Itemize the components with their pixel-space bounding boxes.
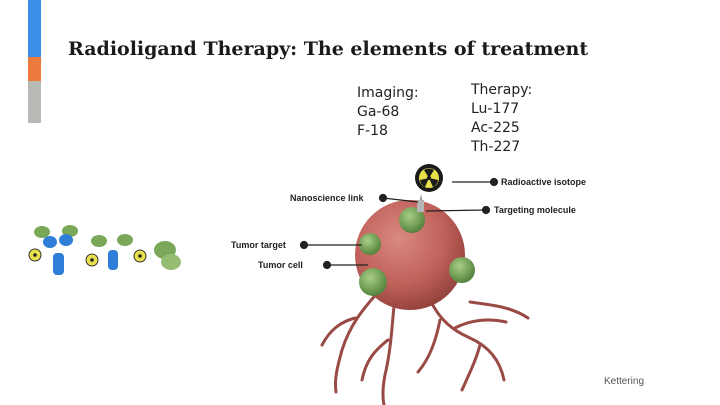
- label-tumor-target: Tumor target: [231, 240, 286, 250]
- slide-title: Radioligand Therapy: The elements of tre…: [68, 38, 589, 60]
- antibody-icon: [28, 225, 78, 275]
- targeting-molecule-icon: [399, 207, 425, 233]
- label-targeting-molecule: Targeting molecule: [494, 205, 576, 215]
- tumor-target-icon: [359, 233, 381, 255]
- tumor-vessels: [320, 288, 530, 405]
- accent-bar-gray: [28, 81, 41, 123]
- antibody-icon: [85, 234, 133, 270]
- accent-bar-blue: [28, 0, 41, 57]
- image-credit: Kettering: [604, 376, 645, 387]
- therapy-item: Lu-177: [471, 101, 520, 117]
- antibody-icon: [133, 241, 181, 270]
- therapy-item: Ac-225: [471, 120, 520, 136]
- label-nanoscience-link: Nanoscience link: [290, 193, 364, 203]
- tumor-target-icon: [359, 268, 387, 296]
- therapy-list: Therapy: Lu-177 Ac-225 Th-227: [471, 81, 532, 157]
- therapy-heading: Therapy:: [471, 82, 533, 98]
- therapy-item: Th-227: [471, 139, 521, 155]
- tumor-target-icon: [449, 257, 475, 283]
- label-radioactive-isotope: Radioactive isotope: [501, 177, 587, 187]
- label-tumor-cell: Tumor cell: [258, 260, 303, 270]
- imaging-item: F-18: [357, 123, 388, 139]
- radiation-icon: [415, 164, 443, 192]
- accent-bar-orange: [28, 57, 41, 81]
- imaging-heading: Imaging:: [357, 85, 419, 101]
- imaging-list: Imaging: Ga-68 F-18: [357, 84, 419, 141]
- imaging-item: Ga-68: [357, 104, 400, 120]
